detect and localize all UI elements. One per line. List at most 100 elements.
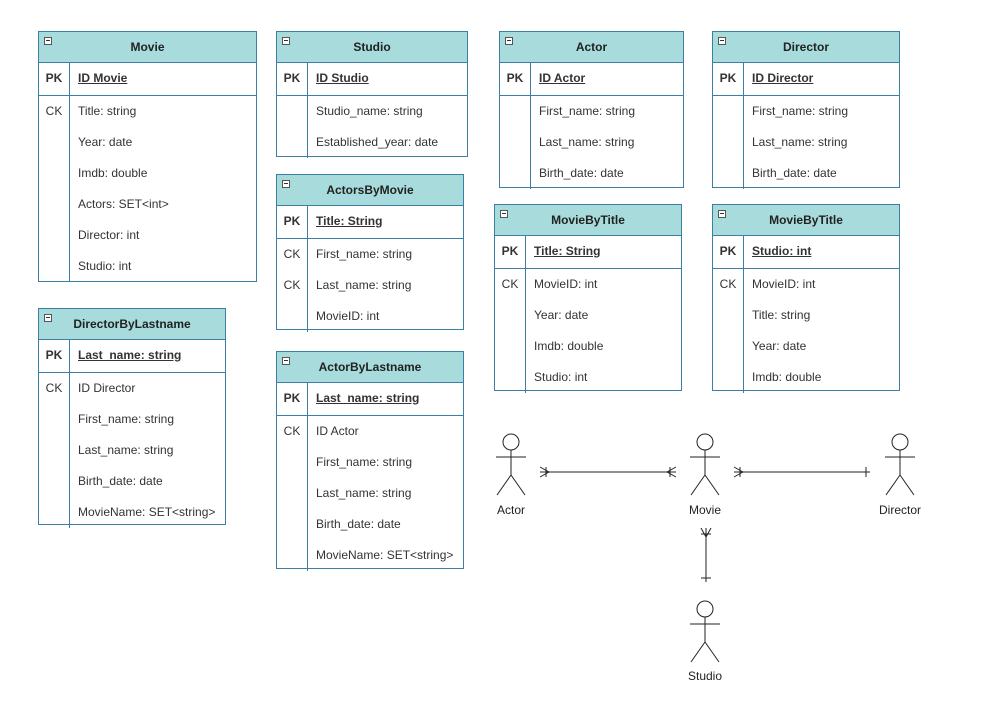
key-label: PK xyxy=(713,236,744,268)
key-label xyxy=(277,447,308,478)
field-label: First_name: string xyxy=(316,455,413,469)
entity-actor[interactable]: Actor PK ID Actor First_name: string Las… xyxy=(499,31,684,189)
entity-director-by-lastname[interactable]: DirectorByLastname PK Last_name: string … xyxy=(38,308,226,528)
connector-actor-movie[interactable] xyxy=(539,466,677,478)
entity-header: Studio xyxy=(277,32,467,63)
pk-row: PK Title: String xyxy=(277,206,463,239)
field-label: ID Actor xyxy=(539,71,586,85)
field-label: Birth_date: date xyxy=(752,166,837,180)
field-label: Director: int xyxy=(78,228,140,242)
field-label: Birth_date: date xyxy=(78,474,163,488)
collapse-icon[interactable] xyxy=(44,37,52,45)
key-label xyxy=(713,331,744,362)
collapse-icon[interactable] xyxy=(500,210,508,218)
field-label: ID Director xyxy=(78,381,136,395)
field-label: Year: date xyxy=(752,339,807,353)
field-label: MovieID: int xyxy=(316,309,380,323)
key-label xyxy=(277,301,308,332)
actor-figure-studio[interactable] xyxy=(690,600,720,663)
field-row: Established_year: date xyxy=(277,127,467,158)
actor-figure-director[interactable] xyxy=(885,433,915,496)
key-label: PK xyxy=(500,63,531,95)
entity-header: MovieByTitle xyxy=(713,205,899,236)
field-label: ID Movie xyxy=(78,71,128,85)
field-row: Studio_name: string xyxy=(277,96,467,127)
actor-figure-movie[interactable] xyxy=(690,433,720,496)
field-row: Title: string xyxy=(713,300,899,331)
entity-studio[interactable]: Studio PK ID Studio Studio_name: string … xyxy=(276,31,468,158)
field-label: MovieID: int xyxy=(534,277,598,291)
key-label: CK xyxy=(277,270,308,301)
field-label: First_name: string xyxy=(539,104,636,118)
field-row: MovieID: int xyxy=(277,301,463,332)
actor-label-actor: Actor xyxy=(496,503,525,517)
field-row: Birth_date: date xyxy=(500,158,683,189)
key-label: PK xyxy=(277,206,308,238)
collapse-icon[interactable] xyxy=(718,37,726,45)
key-label xyxy=(39,189,70,220)
field-label: ID Studio xyxy=(316,71,369,85)
field-label: Last_name: string xyxy=(539,135,635,149)
actor-figure-actor[interactable] xyxy=(496,433,526,496)
key-label xyxy=(713,96,744,127)
field-row: First_name: string xyxy=(500,96,683,127)
entity-title: DirectorByLastname xyxy=(73,317,191,331)
pk-row: PK Last_name: string xyxy=(39,340,225,373)
entity-header: Movie xyxy=(39,32,256,63)
field-label: Imdb: double xyxy=(534,339,604,353)
key-label: CK xyxy=(39,373,70,404)
key-label xyxy=(39,251,70,282)
field-label: ID Actor xyxy=(316,424,359,438)
field-row: Imdb: double xyxy=(713,362,899,393)
key-label xyxy=(39,220,70,251)
collapse-icon[interactable] xyxy=(718,210,726,218)
entity-header: Director xyxy=(713,32,899,63)
field-row: MovieName: SET<string> xyxy=(277,540,463,571)
key-label xyxy=(500,158,531,189)
pk-row: PK ID Movie xyxy=(39,63,256,96)
key-label xyxy=(713,362,744,393)
entity-header: ActorByLastname xyxy=(277,352,463,383)
field-label: ID Director xyxy=(752,71,814,85)
field-label: Last_name: string xyxy=(316,486,412,500)
entity-title: Director xyxy=(782,40,829,54)
entity-title: Movie xyxy=(130,40,165,54)
key-label xyxy=(39,158,70,189)
collapse-icon[interactable] xyxy=(44,314,52,322)
field-row: Last_name: string xyxy=(39,435,225,466)
field-row: Last_name: string xyxy=(713,127,899,158)
key-label xyxy=(713,300,744,331)
key-label xyxy=(277,540,308,571)
field-label: Birth_date: date xyxy=(316,517,401,531)
connector-movie-director[interactable] xyxy=(733,466,870,478)
field-label: MovieName: SET<string> xyxy=(316,548,454,562)
field-label: Studio: int xyxy=(752,244,812,258)
entity-title: ActorByLastname xyxy=(318,360,422,374)
field-label: Year: date xyxy=(78,135,133,149)
key-label xyxy=(39,404,70,435)
connector-movie-studio[interactable] xyxy=(700,527,712,582)
field-label: Last_name: string xyxy=(316,278,412,292)
collapse-icon[interactable] xyxy=(282,180,290,188)
field-row: Imdb: double xyxy=(39,158,256,189)
entity-title: MovieByTitle xyxy=(769,213,843,227)
entity-director[interactable]: Director PK ID Director First_name: stri… xyxy=(712,31,900,189)
key-label: PK xyxy=(39,63,70,95)
key-label xyxy=(713,127,744,158)
field-label: MovieName: SET<string> xyxy=(78,505,216,519)
collapse-icon[interactable] xyxy=(282,357,290,365)
collapse-icon[interactable] xyxy=(282,37,290,45)
collapse-icon[interactable] xyxy=(505,37,513,45)
field-label: Studio: int xyxy=(534,370,588,384)
field-label: Imdb: double xyxy=(752,370,822,384)
key-label: PK xyxy=(277,63,308,95)
